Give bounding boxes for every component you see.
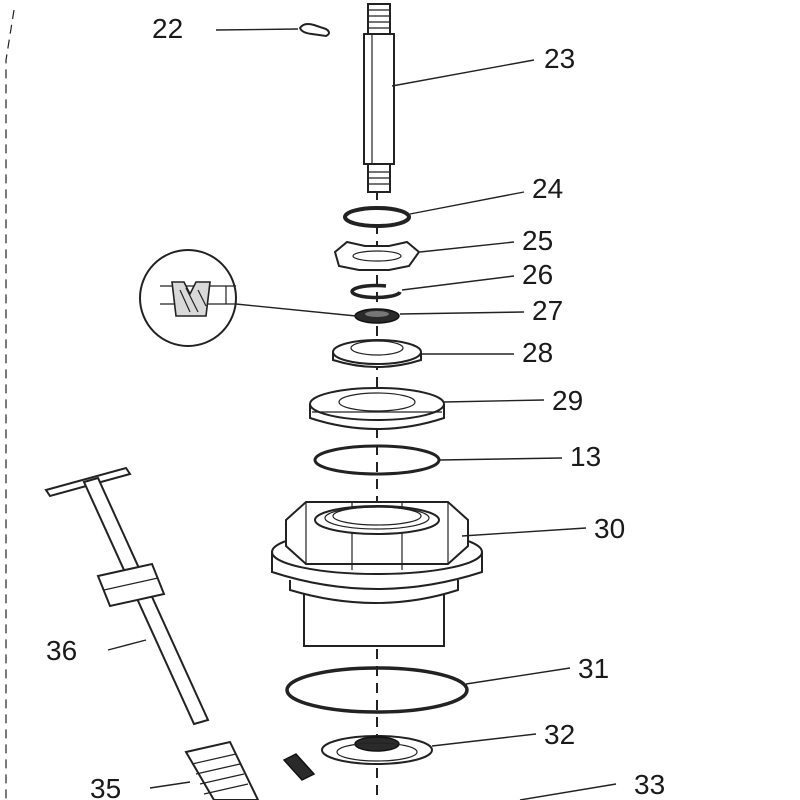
callout-label-22: 22 <box>152 13 183 44</box>
callout-label-25: 25 <box>522 225 553 256</box>
callout-label-28: 28 <box>522 337 553 368</box>
callout-label-33: 33 <box>634 769 665 800</box>
part-36-rod <box>44 466 210 726</box>
leader-line-35 <box>149 781 191 789</box>
part-30-housing <box>271 501 483 647</box>
leader-line-13 <box>439 457 563 461</box>
callout-label-23: 23 <box>544 43 575 74</box>
part-33-pin <box>282 753 316 781</box>
callout-label-29: 29 <box>552 385 583 416</box>
leader-line-27 <box>235 303 357 317</box>
leader-line-27b <box>399 311 525 315</box>
left-boundary-dashed-line <box>5 9 15 800</box>
leader-line-33 <box>519 783 617 800</box>
leader-line-24 <box>409 191 525 215</box>
part-13-o-ring <box>313 444 441 476</box>
callout-label-26: 26 <box>522 259 553 290</box>
seal-detail-inset <box>139 249 237 347</box>
part-29-gland <box>309 387 445 430</box>
callout-label-36: 36 <box>46 635 77 666</box>
leader-line-32 <box>431 733 537 747</box>
leader-line-36 <box>107 639 147 651</box>
part-35-fitting <box>184 740 260 800</box>
callout-label-32: 32 <box>544 719 575 750</box>
callout-label-35: 35 <box>90 773 121 800</box>
leader-line-22 <box>215 28 299 31</box>
part-22-clip <box>298 23 330 38</box>
part-24-ring <box>343 206 411 228</box>
callout-label-13: 13 <box>570 441 601 472</box>
leader-line-29 <box>443 399 545 403</box>
part-32-valve-seat <box>321 735 433 765</box>
leader-line-26 <box>401 275 515 291</box>
part-26-snap-ring <box>350 283 402 300</box>
callout-label-31: 31 <box>578 653 609 684</box>
callout-label-27: 27 <box>532 295 563 326</box>
callout-label-30: 30 <box>594 513 625 544</box>
part-25-washer <box>333 240 421 271</box>
leader-line-23 <box>391 59 535 87</box>
leader-line-25 <box>419 241 515 253</box>
callout-label-24: 24 <box>532 173 563 204</box>
part-27-seal <box>354 308 400 324</box>
part-28-bushing <box>332 339 422 368</box>
leader-line-31 <box>465 667 571 685</box>
part-23-shaft <box>363 3 395 193</box>
leader-line-30 <box>461 527 587 537</box>
part-31-o-ring <box>285 666 469 714</box>
